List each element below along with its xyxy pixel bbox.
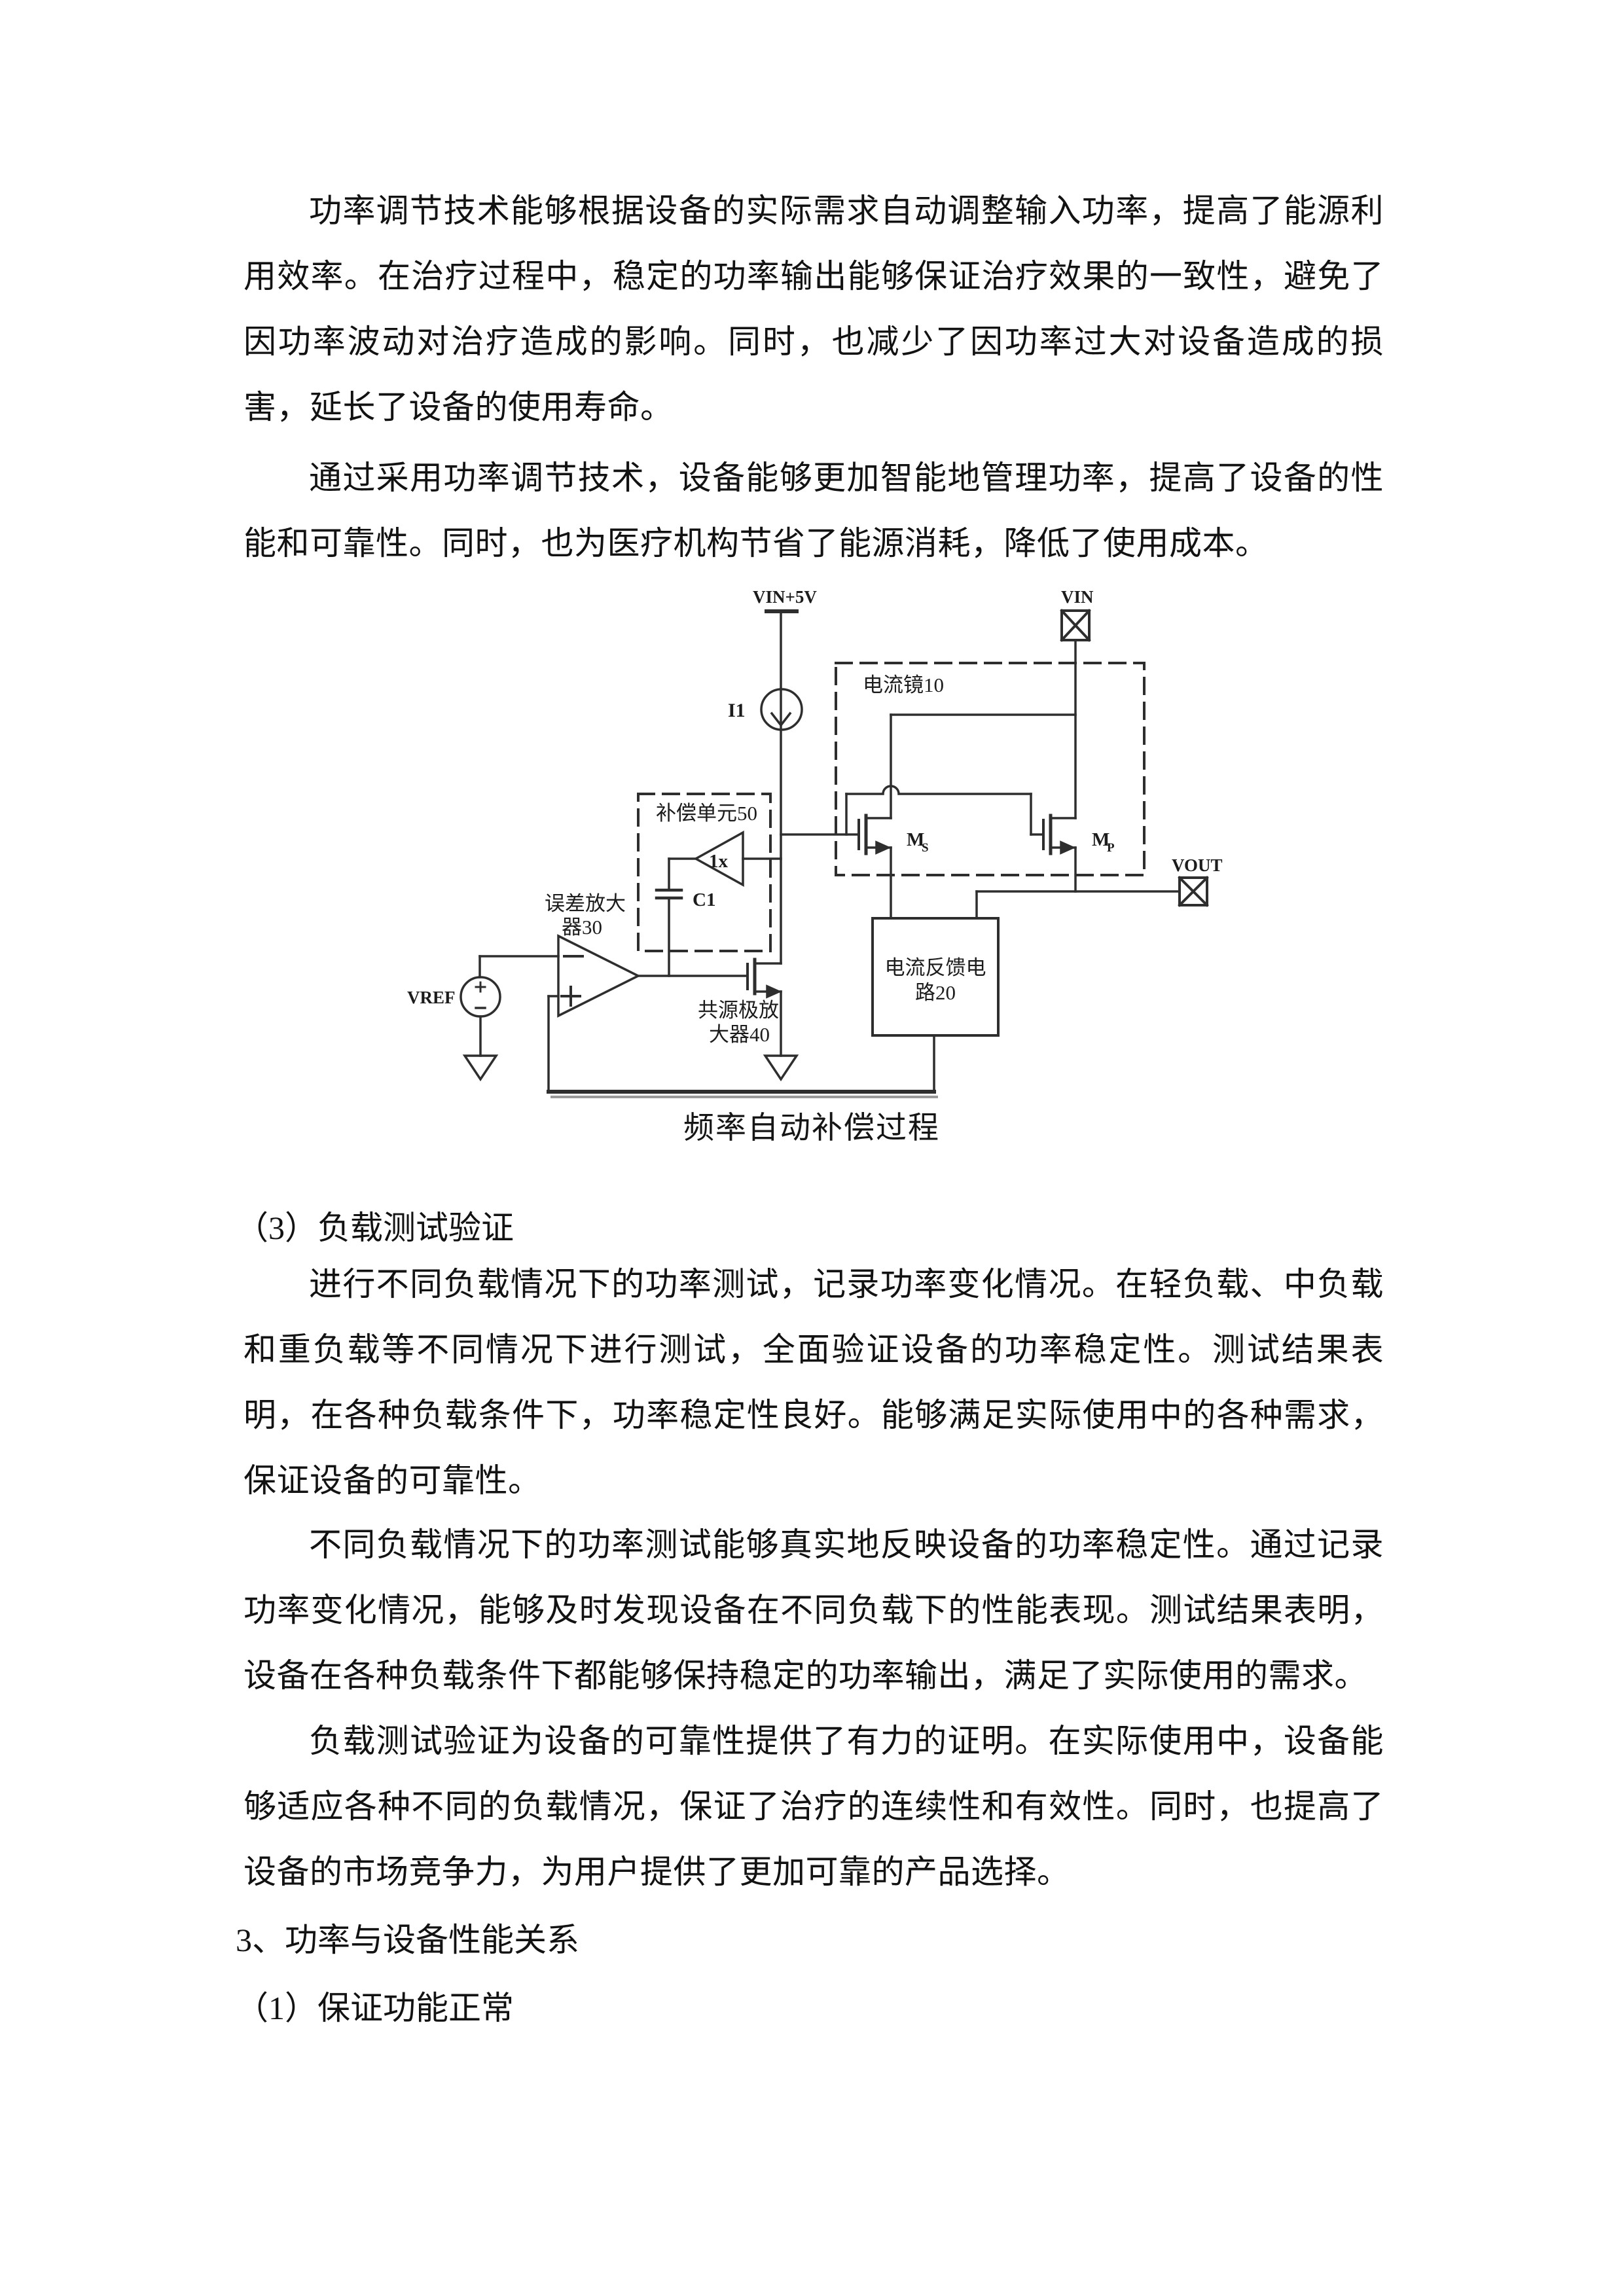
capacitor-c1-symbol — [655, 888, 683, 977]
heading-power-performance: 3、功率与设备性能关系 — [236, 1922, 579, 1958]
heading-function-normal: （1）保证功能正常 — [236, 1990, 514, 2026]
label-vin: VIN — [1061, 587, 1094, 607]
paragraph-load-proof: 负载测试验证为设备的可靠性提供了有力的证明。在实际使用中，设备能够适应各种不同的… — [244, 1723, 1384, 1890]
label-vin5v: VIN+5V — [753, 587, 817, 607]
heading-load-test: （3）负载测试验证 — [236, 1210, 514, 1246]
buffer-symbol — [668, 831, 782, 890]
frequency-compensation-schematic: VIN+5V VIN I1 电流镜10 M S M P VOUT 补偿单元50 … — [407, 587, 1222, 1098]
label-error-amp-2: 器30 — [562, 916, 602, 939]
label-vout: VOUT — [1172, 855, 1222, 875]
label-current-mirror: 电流镜10 — [863, 673, 944, 696]
current-feedback-box — [871, 917, 1000, 1037]
label-ms-sub: S — [922, 841, 929, 855]
label-mp-sub: P — [1107, 841, 1115, 855]
label-feedback-1: 电流反馈电 — [885, 956, 986, 979]
error-amplifier-symbol — [557, 934, 641, 1018]
gate-bus-wire — [845, 785, 1032, 795]
paragraph-smart-management: 通过采用功率调节技术，设备能够更加智能地管理功率，提高了设备的性能和可靠性。同时… — [244, 459, 1384, 562]
circuit-figure: VIN+5V VIN I1 电流镜10 M S M P VOUT 补偿单元50 … — [380, 576, 1244, 1109]
label-cs-amp-1: 共源极放 — [698, 999, 779, 1022]
transistor-ms — [857, 814, 892, 920]
compensation-unit-box — [637, 793, 772, 952]
current-mirror-box — [835, 662, 1146, 876]
label-vref: VREF — [407, 988, 456, 1007]
ground-icon — [763, 1054, 799, 1082]
ground-icon — [462, 1054, 499, 1082]
label-c1: C1 — [693, 889, 715, 910]
label-ms: M — [907, 829, 924, 850]
label-mp: M — [1092, 829, 1110, 850]
vout-port-icon — [1178, 876, 1208, 906]
label-compensation-unit: 补偿单元50 — [656, 802, 757, 825]
figure-caption: 频率自动补偿过程 — [683, 1111, 940, 1145]
paragraph-load-reflection: 不同负载情况下的功率测试能够真实地反映设备的功率稳定性。通过记录功率变化情况，能… — [244, 1526, 1384, 1694]
vref-source-symbol — [460, 976, 501, 1082]
label-feedback-2: 路20 — [915, 981, 956, 1004]
label-buffer-gain: 1x — [709, 851, 729, 872]
label-error-amp-1: 误差放大 — [545, 892, 626, 915]
paragraph-load-testing: 进行不同负载情况下的功率测试，记录功率变化情况。在轻负载、中负载和重负载等不同情… — [244, 1266, 1384, 1499]
paragraph-power-regulation: 功率调节技术能够根据设备的实际需求自动调整输入功率，提高了能源利用效率。在治疗过… — [244, 192, 1384, 425]
transistor-mp — [1042, 814, 1077, 893]
common-source-transistor — [746, 958, 799, 1082]
label-i1: I1 — [728, 700, 746, 721]
current-source-symbol — [760, 688, 803, 731]
current-source-arrow-icon — [770, 711, 792, 727]
label-cs-amp-2: 大器40 — [709, 1023, 770, 1046]
